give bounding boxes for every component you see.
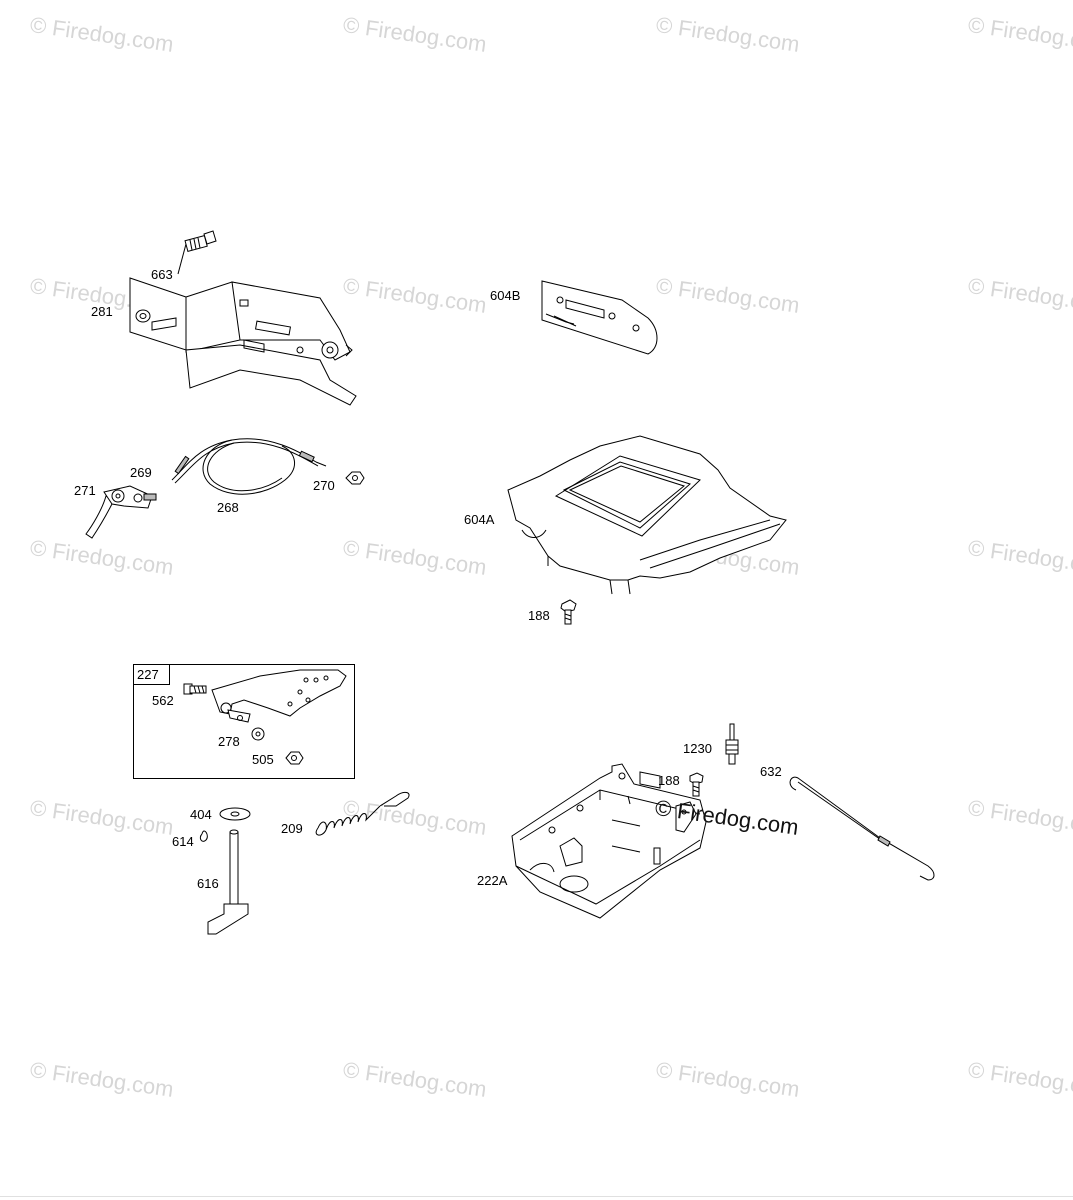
part-label[interactable]: 278: [218, 734, 240, 749]
part-604A-air-cleaner-base: [507, 435, 787, 595]
part-label[interactable]: 188: [528, 608, 550, 623]
part-209-spring: [315, 791, 410, 836]
part-label[interactable]: 562: [152, 693, 174, 708]
part-616-governor-shaft: [207, 829, 249, 935]
part-label[interactable]: 270: [313, 478, 335, 493]
kit-number: 227: [134, 665, 170, 685]
part-268-cable: [171, 438, 327, 495]
part-404-washer: [219, 807, 251, 821]
part-1230-stud: [725, 723, 739, 765]
part-632-link-rod: [789, 776, 935, 881]
part-label[interactable]: 616: [197, 876, 219, 891]
leader-lines: [177, 243, 187, 275]
part-label[interactable]: 269: [130, 465, 152, 480]
part-label[interactable]: 222A: [477, 873, 508, 888]
part-label[interactable]: 663: [151, 267, 173, 282]
part-604B-plate: [541, 280, 658, 355]
kit-box: 227: [133, 664, 355, 779]
part-label[interactable]: 271: [74, 483, 96, 498]
part-281-control-bracket: [129, 277, 357, 406]
part-505-nut: [285, 751, 304, 765]
part-label[interactable]: 604B: [490, 288, 521, 303]
bottom-divider: [0, 1196, 1073, 1197]
part-271-lever: [85, 485, 157, 539]
part-270-nut: [345, 471, 365, 485]
part-614-clip: [199, 830, 208, 842]
part-278-washer: [251, 727, 265, 741]
part-label[interactable]: 268: [217, 500, 239, 515]
part-label[interactable]: 281: [91, 304, 113, 319]
part-label[interactable]: 188: [658, 773, 680, 788]
part-label[interactable]: 604A: [464, 512, 495, 527]
part-663-bolt: [184, 230, 217, 252]
part-label[interactable]: 632: [760, 764, 782, 779]
part-227-governor-lever: [211, 669, 347, 723]
part-label[interactable]: 505: [252, 752, 274, 767]
part-label[interactable]: 614: [172, 834, 194, 849]
part-label[interactable]: 1230: [683, 741, 712, 756]
part-222A-base-plate: [511, 763, 707, 919]
part-188-screw: [689, 772, 704, 797]
part-562-screw: [183, 683, 207, 695]
part-label[interactable]: 404: [190, 807, 212, 822]
part-188-screw: [560, 599, 577, 625]
part-label[interactable]: 209: [281, 821, 303, 836]
